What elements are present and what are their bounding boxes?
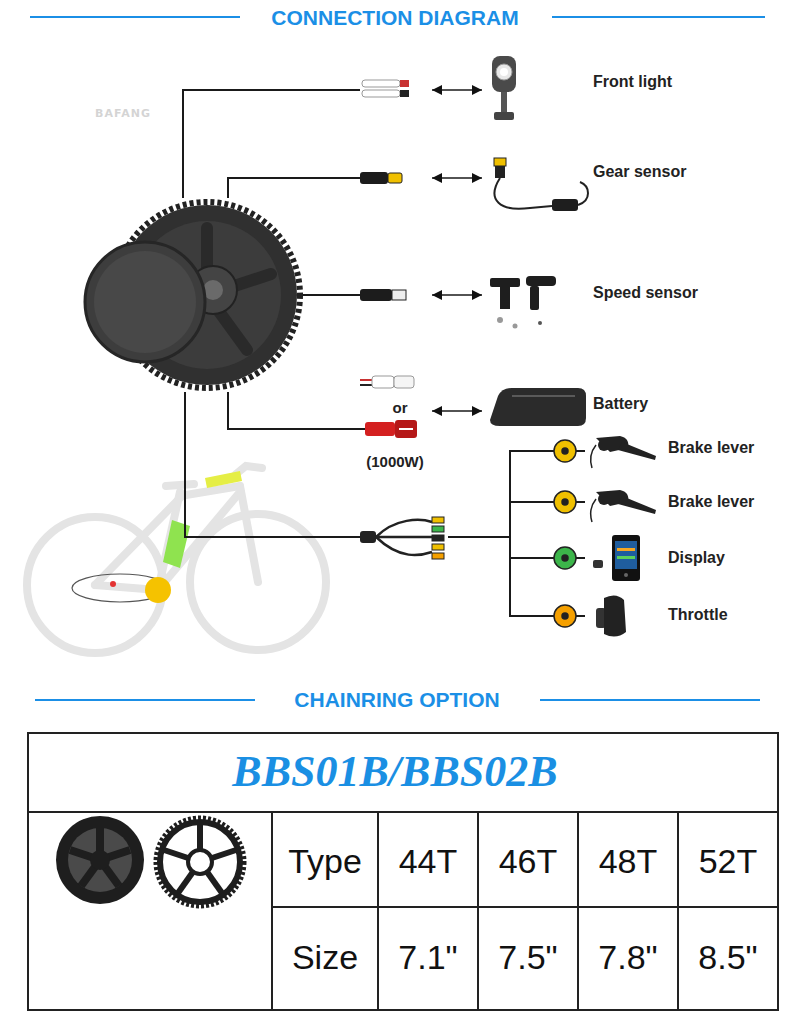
speed-plug bbox=[360, 289, 406, 301]
arrow-head bbox=[472, 290, 482, 300]
arrow-head bbox=[472, 85, 482, 95]
motor-wire bbox=[228, 392, 365, 429]
motor-wire bbox=[228, 178, 360, 198]
table-grid bbox=[28, 733, 778, 1010]
sprocket-dot bbox=[110, 581, 116, 587]
motor-wire bbox=[183, 90, 360, 198]
diagram-title: CONNECTION DIAGRAM bbox=[271, 6, 518, 30]
motor-wire bbox=[302, 294, 360, 296]
brake-lever-icon bbox=[591, 436, 656, 468]
part-label: Throttle bbox=[668, 606, 728, 624]
front-light-item: Front light bbox=[482, 52, 677, 130]
top-tube-mark bbox=[205, 471, 242, 488]
battery-plugs bbox=[360, 376, 417, 438]
front-light-icon bbox=[492, 56, 516, 120]
table-cell: 44T bbox=[399, 842, 458, 881]
arrow-head bbox=[432, 173, 442, 183]
brake-lever-item: Brake lever bbox=[585, 428, 759, 472]
wire-connection bbox=[228, 173, 482, 198]
table-header: Type bbox=[288, 842, 362, 881]
part-label: Front light bbox=[593, 73, 672, 91]
table-cell: 7.8" bbox=[598, 938, 657, 977]
arrow-head bbox=[472, 173, 482, 183]
bike-outline bbox=[27, 466, 326, 653]
harness-plugs bbox=[554, 440, 576, 627]
display-item: Display bbox=[585, 530, 729, 586]
speed-sensor-icon bbox=[490, 276, 556, 329]
motor-unit: BAFANG bbox=[83, 198, 302, 392]
model-name: BBS01B/BBS02B bbox=[232, 747, 557, 798]
part-label: Brake lever bbox=[668, 439, 754, 457]
table-header: Size bbox=[292, 938, 358, 977]
brand-name: BAFANG bbox=[95, 108, 151, 121]
speed-sensor-item: Speed sensor bbox=[482, 268, 702, 335]
battery-item: Battery bbox=[482, 380, 653, 432]
brake-lever-item: Brake lever bbox=[585, 480, 759, 524]
part-label: Battery bbox=[593, 395, 648, 413]
throttle-item: Throttle bbox=[585, 592, 732, 642]
part-label: Display bbox=[668, 549, 725, 567]
part-label: Speed sensor bbox=[593, 284, 698, 302]
wire-connection bbox=[228, 392, 482, 429]
connector-option: or bbox=[393, 399, 408, 416]
wire-connection bbox=[302, 290, 482, 300]
arrow-head bbox=[432, 85, 442, 95]
battery-icon bbox=[490, 388, 586, 426]
display-icon bbox=[593, 535, 640, 581]
gear-sensor-icon bbox=[494, 158, 588, 211]
wire-connection bbox=[183, 85, 482, 198]
table-cell: 7.1" bbox=[398, 938, 457, 977]
arrow-head bbox=[432, 406, 442, 416]
gear-sensor-item: Gear sensor bbox=[482, 135, 691, 215]
table-cell: 48T bbox=[599, 842, 658, 881]
part-label: Brake lever bbox=[668, 493, 754, 511]
arrow-head bbox=[472, 406, 482, 416]
gear-plug bbox=[360, 172, 402, 184]
table-cell: 52T bbox=[699, 842, 758, 881]
light-plug bbox=[362, 80, 409, 97]
table-cell: 8.5" bbox=[698, 938, 757, 977]
chainring-photo bbox=[56, 816, 244, 906]
heading-rules bbox=[30, 17, 765, 700]
brake-lever-icon bbox=[591, 490, 656, 522]
table-cell: 46T bbox=[499, 842, 558, 881]
part-label: Gear sensor bbox=[593, 163, 686, 181]
power-note: (1000W) bbox=[366, 453, 424, 470]
table-cell: 7.5" bbox=[498, 938, 557, 977]
wiring-harness bbox=[360, 514, 448, 560]
section-heading: CHAINRING OPTION bbox=[294, 688, 499, 712]
throttle-icon bbox=[596, 595, 626, 636]
motor-drawing bbox=[85, 202, 300, 388]
arrow-head bbox=[432, 290, 442, 300]
bottom-bracket bbox=[145, 577, 171, 603]
